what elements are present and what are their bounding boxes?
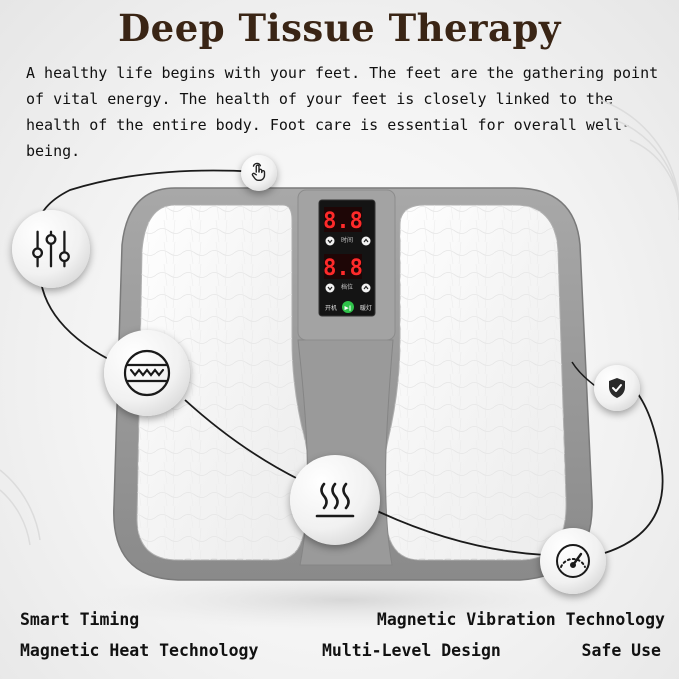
touch-hand-icon (251, 162, 266, 182)
floor-shadow (85, 570, 605, 630)
chevron-up-icon (363, 238, 369, 243)
vibration-circle (104, 330, 190, 416)
timer-down-button[interactable] (325, 236, 335, 246)
feature-magnetic-vibration: Magnetic Vibration Technology (376, 610, 665, 629)
level-down-button[interactable] (325, 283, 335, 293)
power-button-label[interactable]: 开机 (325, 304, 337, 312)
timer-display (324, 207, 362, 232)
touch-circle (241, 155, 277, 191)
chevron-down-icon (327, 239, 333, 244)
connector-wire-right (574, 389, 664, 561)
sliders-icon (32, 230, 70, 268)
feature-safe-use: Safe Use (581, 641, 661, 660)
level-up-button[interactable] (361, 283, 371, 293)
feature-magnetic-heat: Magnetic Heat Technology (20, 641, 259, 660)
chevron-up-icon (363, 285, 369, 290)
shield-circle (594, 365, 640, 411)
timer-display-value: 8.8 (323, 209, 363, 234)
level-display-value: 8.8 (323, 256, 363, 281)
timer-label: 时间 (341, 236, 353, 244)
play-pause-button[interactable] (342, 301, 354, 313)
timer-up-button[interactable] (361, 236, 371, 246)
vibration-waves-icon (123, 349, 171, 397)
watermark (568, 525, 571, 536)
feature-multi-level: Multi-Level Design (322, 641, 501, 660)
shield-check-icon (609, 378, 625, 398)
connector-wire-bottom (374, 509, 546, 556)
play-pause-icon: ▶‖ (345, 306, 352, 312)
chevron-down-icon (327, 286, 333, 291)
sliders-circle (12, 210, 90, 288)
arrow-glyphs (327, 238, 369, 291)
light-button-label[interactable]: 暖灯 (360, 304, 372, 312)
gauge-circle (540, 528, 606, 594)
level-display (324, 254, 362, 279)
heat-icon (315, 482, 355, 518)
intro-text: A healthy life begins with your feet. Th… (26, 64, 659, 160)
page-title: Deep Tissue Therapy (118, 6, 561, 50)
connector-wire-mid (184, 399, 301, 481)
arrow-buttons (325, 236, 371, 293)
gauge-icon (556, 544, 590, 578)
feature-smart-timing: Smart Timing (20, 610, 140, 629)
heat-circle (290, 455, 380, 545)
level-label: 档位 (341, 283, 353, 291)
